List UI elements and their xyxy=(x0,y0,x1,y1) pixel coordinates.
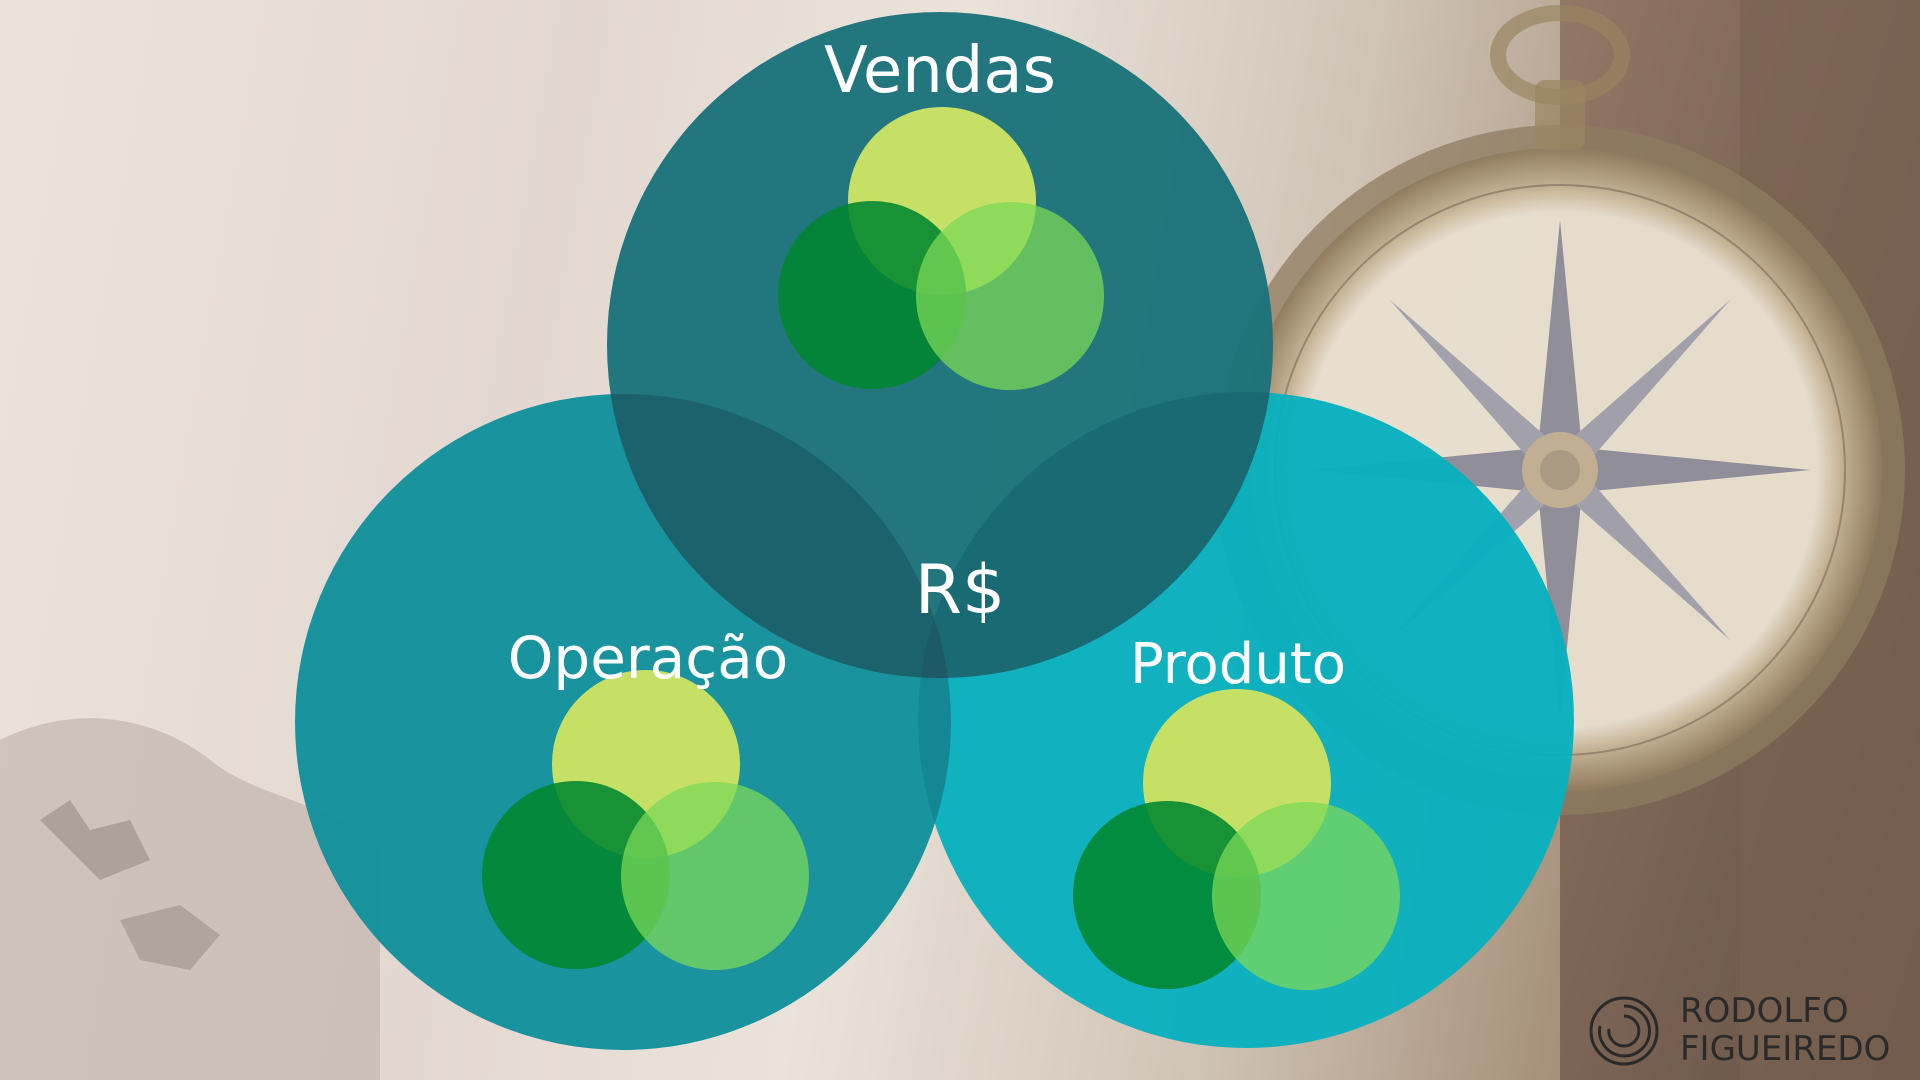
label-produto: Produto xyxy=(1130,632,1346,697)
label-vendas: Vendas xyxy=(824,34,1056,108)
brand-logo: RODOLFO FIGUEIREDO xyxy=(1587,990,1917,1068)
mini-circle-right xyxy=(621,782,809,970)
label-center-currency: R$ xyxy=(915,551,1006,630)
logo-text: RODOLFO FIGUEIREDO xyxy=(1680,992,1890,1068)
logo-line-1: RODOLFO xyxy=(1680,992,1890,1030)
logo-mark-icon xyxy=(1587,994,1661,1068)
mini-circle-right xyxy=(1212,802,1400,990)
label-operacao: Operação xyxy=(508,624,788,692)
logo-line-2: FIGUEIREDO xyxy=(1680,1030,1890,1068)
mini-circle-right xyxy=(916,202,1104,390)
